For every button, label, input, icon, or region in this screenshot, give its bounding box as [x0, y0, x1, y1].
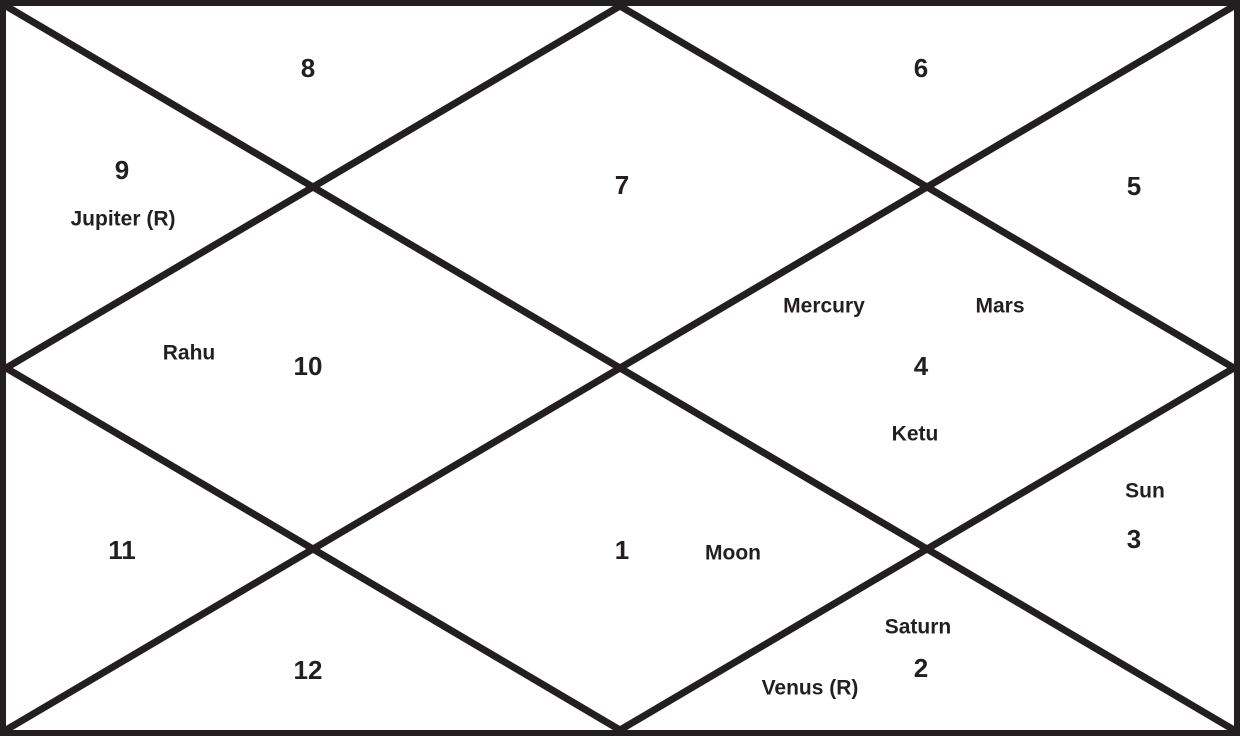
house-number-6: 6	[913, 53, 929, 83]
planet-saturn: Saturn	[884, 615, 952, 639]
house-number-12: 12	[293, 655, 323, 685]
house-number-11: 11	[108, 535, 136, 565]
house-number-1: 1	[614, 535, 630, 565]
planet-rahu: Rahu	[162, 341, 216, 365]
planet-jupiter: Jupiter (R)	[70, 207, 176, 231]
planet-venus: Venus (R)	[761, 676, 859, 700]
house-number-7: 7	[614, 170, 630, 200]
planet-sun: Sun	[1125, 479, 1165, 503]
house-number-4: 4	[913, 351, 929, 381]
planet-mars: Mars	[975, 294, 1025, 318]
planet-mercury: Mercury	[783, 294, 865, 318]
house-number-2: 2	[913, 653, 929, 683]
house-number-3: 3	[1126, 524, 1142, 554]
planet-ketu: Ketu	[891, 422, 939, 446]
house-number-9: 9	[114, 155, 130, 185]
house-number-10: 10	[293, 351, 323, 381]
house-number-5: 5	[1126, 171, 1142, 201]
planet-moon: Moon	[705, 541, 761, 565]
house-number-8: 8	[300, 53, 316, 83]
